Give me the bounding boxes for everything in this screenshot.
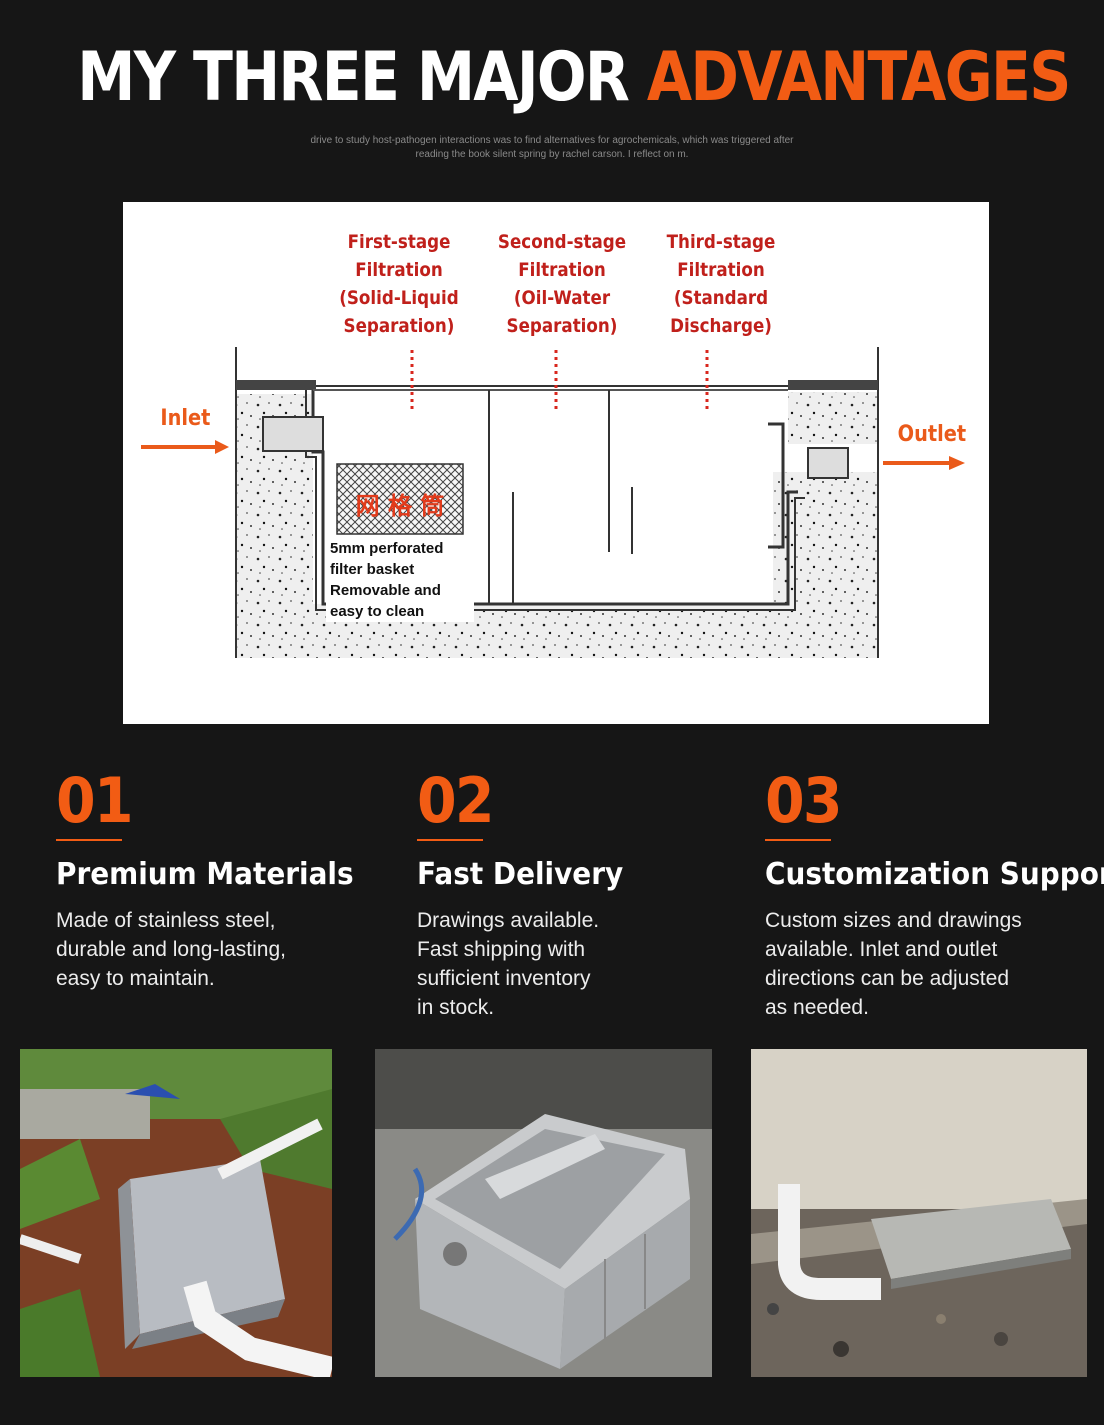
subtitle-line-1: drive to study host-pathogen interaction… bbox=[310, 135, 794, 146]
basket-note-line-2: filter basket bbox=[330, 561, 415, 578]
advantage-1: 01 Premium Materials Made of stainless s… bbox=[56, 765, 376, 993]
advantage-2-desc-line: Fast shipping with bbox=[417, 938, 586, 961]
stage-1-label: First-stage Filtration (Solid-Liquid Sep… bbox=[337, 228, 460, 340]
advantage-3-description: Custom sizes and drawings available. Inl… bbox=[765, 906, 1104, 1022]
subtitle-line-2: reading the book silent spring by rachel… bbox=[415, 149, 689, 160]
advantage-1-desc-line: durable and long-lasting, bbox=[56, 938, 286, 961]
advantage-1-number: 01 bbox=[56, 764, 134, 837]
advantage-2-description: Drawings available. Fast shipping with s… bbox=[417, 906, 639, 1022]
advantage-1-underline bbox=[56, 839, 122, 841]
svg-text:网 格 筒: 网 格 筒 bbox=[356, 492, 445, 520]
advantage-3: 03 Customization Support Custom sizes an… bbox=[765, 765, 1104, 1022]
advantage-3-desc-line: as needed. bbox=[765, 996, 869, 1019]
photo-workshop-tank bbox=[375, 1049, 712, 1377]
photo-outdoor-install bbox=[20, 1049, 332, 1377]
stage-3-line-2: Filtration bbox=[677, 259, 765, 281]
advantage-2-desc-line: Drawings available. bbox=[417, 909, 600, 932]
advantage-2-number: 02 bbox=[417, 764, 495, 837]
basket-note-line-1: 5mm perforated bbox=[330, 540, 444, 557]
advantage-3-desc-line: Custom sizes and drawings bbox=[765, 909, 1022, 932]
stage-3-line-1: Third-stage bbox=[666, 231, 776, 253]
stage-1-line-1: First-stage bbox=[347, 231, 451, 253]
advantage-3-desc-line: directions can be adjusted bbox=[765, 967, 1009, 990]
advantage-1-desc-line: Made of stainless steel, bbox=[56, 909, 276, 932]
subtitle: drive to study host-pathogen interaction… bbox=[252, 134, 852, 162]
advantage-2-desc-line: in stock. bbox=[417, 996, 495, 1019]
basket-note: 5mm perforated filter basket Removable a… bbox=[326, 538, 474, 622]
title-part-1: MY THREE MAJOR bbox=[77, 38, 630, 117]
title-part-2: ADVANTAGES bbox=[646, 38, 1071, 117]
advantage-2: 02 Fast Delivery Drawings available. Fas… bbox=[417, 765, 639, 1022]
advantage-3-underline bbox=[765, 839, 831, 841]
advantage-2-desc-line: sufficient inventory bbox=[417, 967, 591, 990]
filtration-diagram: 网 格 筒 First-stage Filtration (Solid-Liqu… bbox=[123, 202, 989, 724]
stage-3-label: Third-stage Filtration (Standard Dischar… bbox=[659, 228, 782, 340]
stage-1-line-3: (Solid-Liquid bbox=[339, 287, 459, 309]
advantage-3-heading: Customization Support bbox=[765, 857, 1104, 892]
stage-1-line-2: Filtration bbox=[355, 259, 443, 281]
advantage-3-desc-line: available. Inlet and outlet bbox=[765, 938, 998, 961]
inlet-label: Inlet bbox=[160, 406, 211, 431]
advantage-1-heading: Premium Materials bbox=[56, 857, 354, 892]
page-title: MY THREE MAJOR ADVANTAGES bbox=[77, 38, 1071, 117]
stage-3-line-3: (Standard bbox=[673, 287, 769, 309]
stage-1-line-4: Separation) bbox=[343, 315, 455, 337]
advantage-2-heading: Fast Delivery bbox=[417, 857, 624, 892]
advantage-1-description: Made of stainless steel, durable and lon… bbox=[56, 906, 376, 993]
outlet-label: Outlet bbox=[897, 422, 967, 447]
photo-floor-install bbox=[751, 1049, 1087, 1377]
stage-3-line-4: Discharge) bbox=[670, 315, 772, 337]
advantage-1-desc-line: easy to maintain. bbox=[56, 967, 215, 990]
advantage-2-underline bbox=[417, 839, 483, 841]
basket-note-line-3: Removable and bbox=[330, 582, 441, 599]
basket-note-line-4: easy to clean bbox=[330, 603, 425, 620]
stage-2-label: Second-stage Filtration (Oil-Water Separ… bbox=[496, 228, 628, 340]
advantage-3-number: 03 bbox=[765, 764, 843, 837]
stage-2-line-2: Filtration bbox=[518, 259, 606, 281]
stage-2-line-3: (Oil-Water bbox=[513, 287, 611, 309]
stage-2-line-4: Separation) bbox=[506, 315, 618, 337]
stage-2-line-1: Second-stage bbox=[497, 231, 627, 253]
